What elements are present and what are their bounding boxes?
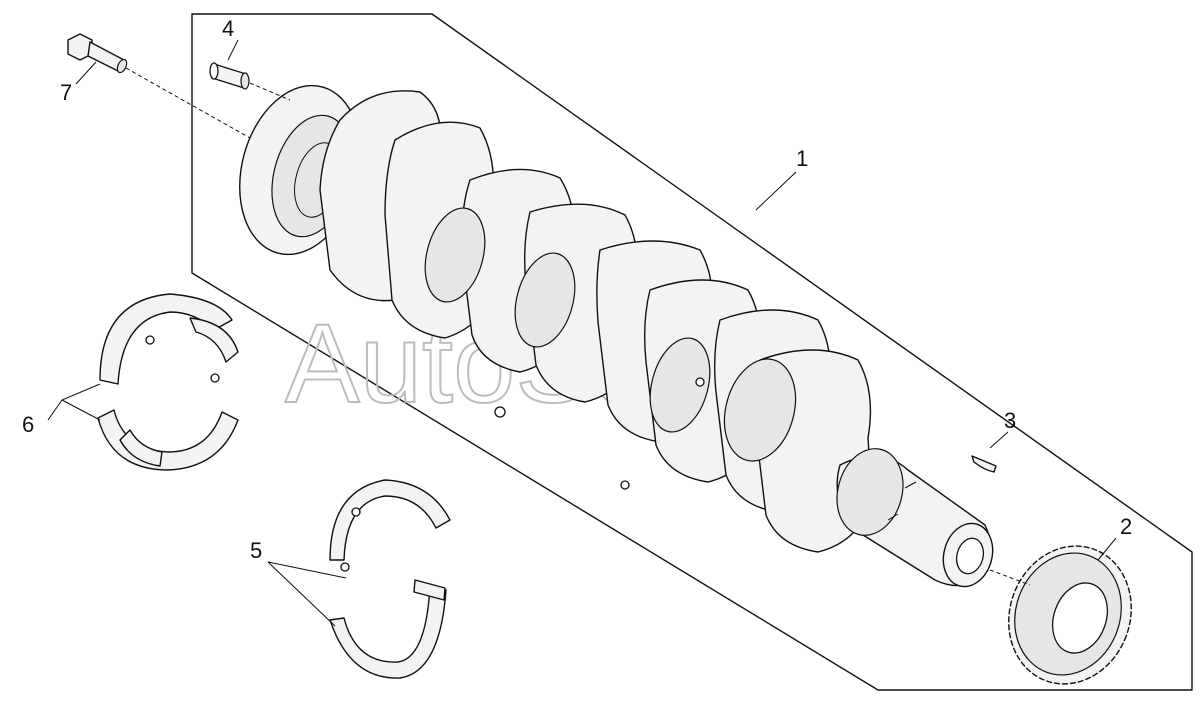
crankshaft-snout — [836, 448, 994, 588]
callout-1: 1 — [796, 146, 808, 171]
assembly-boundary — [191, 13, 1193, 691]
crankshaft — [239, 84, 994, 588]
rod-bearing-shells — [329, 479, 451, 679]
callout-4: 4 — [222, 16, 234, 41]
main-bearing-shells — [97, 293, 239, 471]
flange-bolt — [67, 33, 251, 139]
callout-3: 3 — [1004, 408, 1016, 433]
callout-6: 6 — [22, 412, 34, 437]
callout-7: 7 — [60, 80, 72, 105]
crank-journals — [424, 207, 797, 490]
callout-2: 2 — [1120, 514, 1132, 539]
leader-lines — [47, 39, 1117, 627]
callout-5: 5 — [250, 538, 262, 563]
callout-labels: 1 2 3 4 5 6 7 — [22, 16, 1132, 563]
timing-gear — [989, 545, 1132, 685]
woodruff-key — [971, 455, 997, 473]
dowel-pin — [209, 62, 291, 101]
